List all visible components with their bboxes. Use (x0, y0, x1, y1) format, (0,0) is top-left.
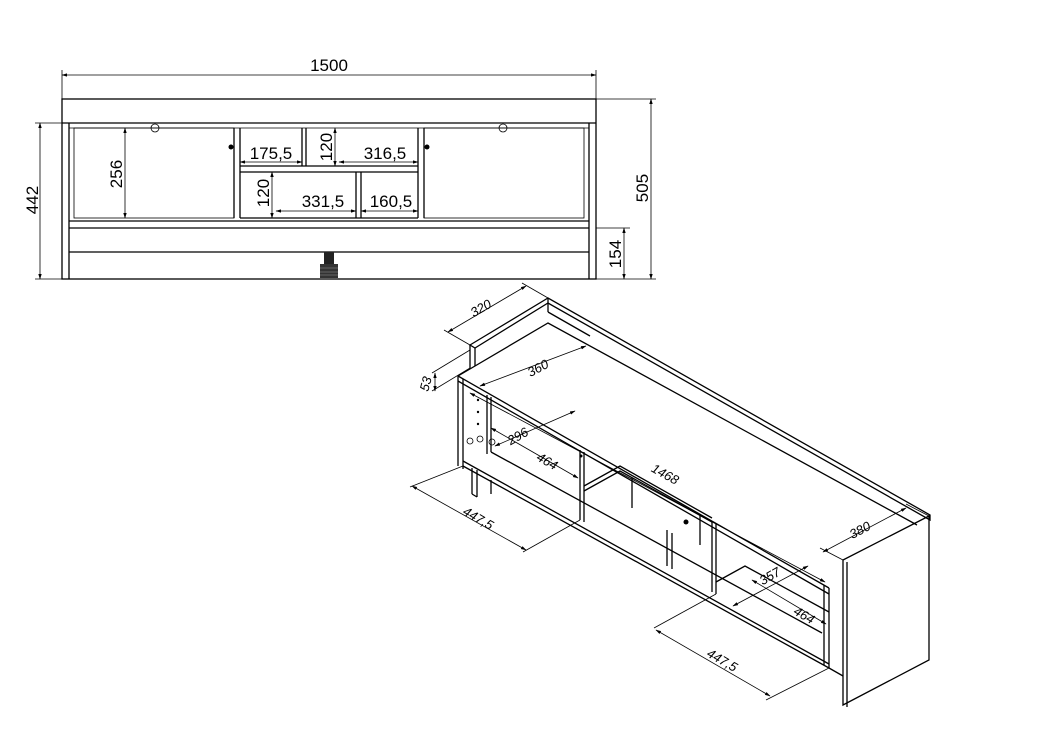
dim-316-5: 316,5 (364, 144, 407, 163)
dim-380: 380 (847, 518, 874, 542)
dim-331-5: 331,5 (302, 192, 345, 211)
dim-296: 296 (504, 424, 532, 449)
dim-160-5: 160,5 (370, 192, 413, 211)
dim-53: 53 (417, 374, 435, 393)
dim-154: 154 (606, 240, 625, 268)
dim-256: 256 (107, 160, 126, 188)
dim-442: 442 (23, 186, 42, 214)
dim-175-5: 175,5 (250, 144, 293, 163)
leg-adjuster (324, 252, 334, 264)
left-door (73, 127, 235, 219)
dim-505: 505 (633, 174, 652, 202)
knob-left (228, 144, 234, 150)
dim-464-right: 464 (791, 603, 817, 627)
dim-120-upper: 120 (317, 133, 336, 161)
leg-foot (320, 264, 338, 278)
front-outline (61, 98, 597, 280)
dim-447-5-right: 447,5 (704, 645, 740, 675)
dim-360: 360 (525, 356, 552, 380)
dim-1500: 1500 (310, 56, 348, 75)
front-view: 1500 442 505 154 256 175,5 120 316,5 120… (23, 56, 656, 280)
right-door (423, 127, 585, 219)
isometric-view: 320 53 360 296 464 1468 447,5 380 357 (409, 282, 931, 707)
dim-120-lower: 120 (254, 179, 273, 207)
dim-1468: 1468 (649, 460, 682, 488)
dim-447-5-left: 447,5 (460, 503, 496, 533)
hole-left (150, 123, 160, 133)
dim-320: 320 (468, 296, 495, 320)
dim-464-left: 464 (534, 449, 560, 473)
hole-right (498, 123, 508, 133)
knob-right (424, 144, 430, 150)
